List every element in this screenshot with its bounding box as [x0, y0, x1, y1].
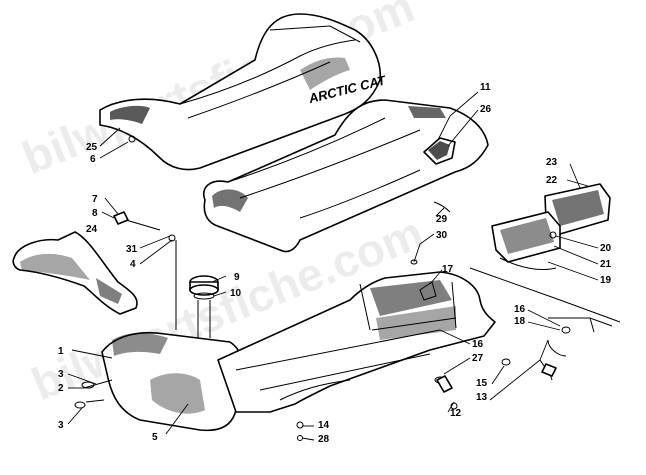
callout-17: 17	[442, 264, 454, 275]
callout-26: 26	[480, 104, 492, 115]
vent-fitting	[168, 234, 176, 242]
filler-neck	[197, 300, 211, 338]
callout-21: 21	[600, 259, 612, 270]
chassis-pan	[217, 271, 496, 413]
rivet	[297, 435, 303, 441]
callout-2: 2	[58, 383, 64, 394]
cable-tie	[410, 259, 418, 265]
washer-small	[296, 421, 304, 429]
switch-grommet	[561, 326, 571, 334]
wiring-harness	[469, 257, 621, 323]
callout-labels: 1 2 3 3 4 5 6 7 8 9 10 11 12 13 14 15 16…	[58, 82, 612, 445]
nut	[501, 358, 511, 366]
callout-3-upper: 3	[58, 369, 64, 380]
callout-11: 11	[480, 82, 491, 93]
callout-16-left: 16	[472, 339, 484, 350]
callout-15: 15	[476, 378, 488, 389]
switch-bracket	[548, 317, 613, 333]
callout-25: 25	[86, 142, 98, 153]
fuel-tank	[101, 331, 243, 432]
callout-30: 30	[436, 230, 448, 241]
clip	[113, 211, 129, 225]
callout-18: 18	[514, 316, 526, 327]
taillight-base	[491, 211, 561, 263]
callout-14: 14	[318, 420, 330, 431]
rubber-bumper	[419, 281, 437, 301]
callout-1: 1	[58, 346, 64, 357]
callout-24: 24	[86, 224, 98, 235]
callout-22: 22	[546, 175, 558, 186]
side-panel	[12, 231, 138, 315]
callout-6: 6	[90, 154, 96, 165]
callout-23: 23	[546, 157, 558, 168]
callout-16-right: 16	[514, 304, 526, 315]
callout-20: 20	[600, 243, 612, 254]
taillight-housing	[544, 183, 611, 235]
callout-8: 8	[92, 208, 98, 219]
gas-cap	[189, 275, 219, 300]
seat-cover-fastener	[128, 135, 136, 143]
brake-switch	[541, 363, 557, 377]
callout-19: 19	[600, 275, 612, 286]
callout-31: 31	[126, 244, 138, 255]
callout-27: 27	[472, 353, 484, 364]
callout-7: 7	[92, 194, 98, 205]
fuel-clamp	[74, 401, 86, 409]
callout-3-lower: 3	[58, 420, 64, 431]
callout-29: 29	[436, 214, 448, 225]
callout-5: 5	[152, 432, 158, 443]
leader-lines	[67, 91, 599, 441]
gas-line	[83, 379, 113, 389]
callout-10: 10	[230, 288, 242, 299]
strap	[433, 201, 451, 213]
screw	[450, 402, 458, 410]
fuel-hose	[85, 399, 105, 403]
callout-28: 28	[318, 434, 330, 445]
callout-12: 12	[450, 408, 462, 419]
callout-13: 13	[476, 392, 488, 403]
taillight-bulb	[549, 231, 557, 239]
seat-foam	[203, 99, 489, 253]
callout-9: 9	[234, 272, 240, 283]
nut-plate	[436, 375, 453, 393]
vent-hose	[125, 219, 161, 231]
callout-4: 4	[130, 259, 136, 270]
